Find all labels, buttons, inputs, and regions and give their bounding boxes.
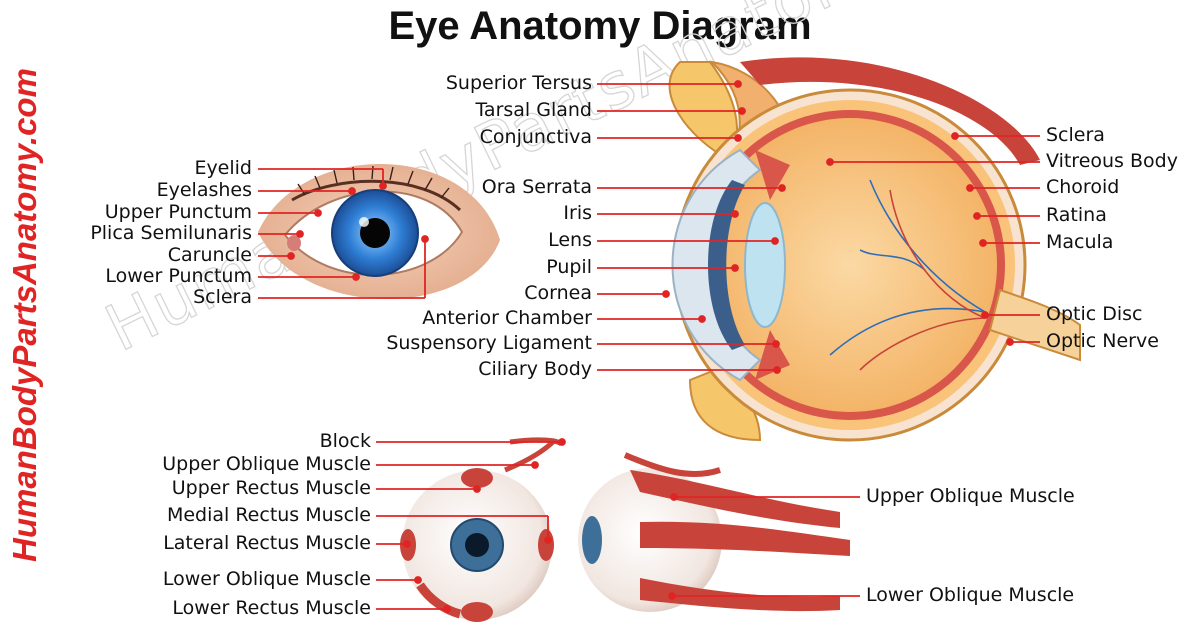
label-leader-lines <box>258 80 1040 613</box>
label-conjunctiva: Conjunctiva <box>479 126 592 148</box>
label-iris: Iris <box>563 202 592 224</box>
label-suspensory-ligament: Suspensory Ligament <box>386 332 592 354</box>
label-upper-punctum: Upper Punctum <box>104 201 252 223</box>
label-anterior-chamber: Anterior Chamber <box>422 307 592 329</box>
label-medial-rectus-muscle: Medial Rectus Muscle <box>166 504 371 526</box>
label-lower-rectus-muscle: Lower Rectus Muscle <box>172 597 371 619</box>
label-upper-rectus-muscle: Upper Rectus Muscle <box>171 477 371 499</box>
label-eyelid: Eyelid <box>194 157 252 179</box>
label-macula: Macula <box>1046 231 1114 253</box>
label-sclera-section: Sclera <box>1046 124 1105 146</box>
side-eyeball-drawing <box>578 452 850 612</box>
label-optic-disc: Optic Disc <box>1046 303 1143 325</box>
label-block: Block <box>319 430 371 452</box>
label-sclera-external: Sclera <box>193 286 252 308</box>
label-lower-punctum: Lower Punctum <box>105 265 252 287</box>
label-cornea: Cornea <box>524 282 592 304</box>
label-pupil: Pupil <box>546 256 592 278</box>
label-caruncle: Caruncle <box>167 244 252 266</box>
external-eye-drawing <box>258 163 500 300</box>
label-eyelashes: Eyelashes <box>156 179 252 201</box>
label-lateral-rectus-muscle: Lateral Rectus Muscle <box>163 532 371 554</box>
label-vitreous-body: Vitreous Body <box>1046 150 1178 172</box>
label-ratina: Ratina <box>1046 204 1107 226</box>
cross-section-eye-drawing <box>668 57 1081 442</box>
label-ciliary-body: Ciliary Body <box>478 358 592 380</box>
label-upper-oblique-muscle-side: Upper Oblique Muscle <box>866 485 1075 507</box>
label-plica-semilunaris: Plica Semilunaris <box>90 222 252 244</box>
label-tarsal-gland: Tarsal Gland <box>475 99 592 121</box>
label-lower-oblique-muscle-side: Lower Oblique Muscle <box>866 584 1075 606</box>
label-lower-oblique-muscle-front: Lower Oblique Muscle <box>162 568 371 590</box>
label-choroid: Choroid <box>1046 176 1120 198</box>
label-ora-serrata: Ora Serrata <box>481 176 592 198</box>
label-upper-oblique-muscle-front: Upper Oblique Muscle <box>162 453 371 475</box>
label-optic-nerve: Optic Nerve <box>1046 330 1159 352</box>
page-title: Eye Anatomy Diagram <box>388 4 812 48</box>
label-lens: Lens <box>548 229 592 251</box>
label-superior-tersus: Superior Tersus <box>445 72 592 94</box>
